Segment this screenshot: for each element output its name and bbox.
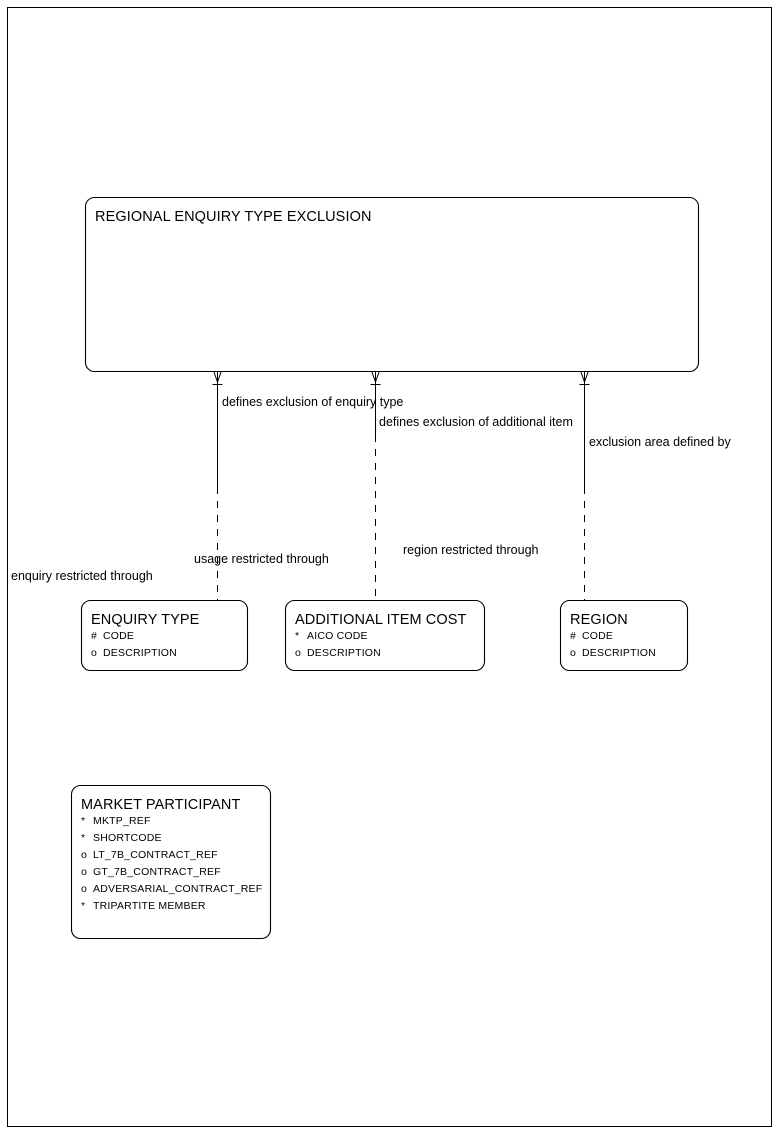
attribute-marker: o [81,866,87,878]
page-border [7,7,772,1127]
attribute-marker: o [81,849,87,861]
entity-title: REGIONAL ENQUIRY TYPE EXCLUSION [95,209,372,225]
attribute-label: CODE [582,630,613,642]
entity-box[interactable] [80,599,249,672]
relationship-exclusion-area[interactable]: exclusion area defined by region restrict… [403,367,732,600]
relationship-label-child: usage restricted through [194,552,329,566]
attribute-label: AICO CODE [307,630,368,642]
attribute-marker: # [570,630,576,642]
entity-box[interactable] [84,196,700,373]
entity-layer: REGIONAL ENQUIRY TYPE EXCLUSION ENQUIRY T… [70,196,700,940]
attribute-label: CODE [103,630,134,642]
attribute-label: DESCRIPTION [582,647,656,659]
attribute-marker: * [81,815,85,827]
attribute-label: DESCRIPTION [103,647,177,659]
attribute-label: DESCRIPTION [307,647,381,659]
attribute-marker: # [91,630,97,642]
relationship-enquiry-type-exclusion[interactable]: defines exclusion of enquiry type enquiry… [11,367,403,600]
entity-content: ENQUIRY TYPE # CODE o DESCRIPTION [91,612,200,659]
entity-region[interactable]: REGION # CODE o DESCRIPTION [559,599,689,672]
attribute-marker: * [81,832,85,844]
relationship-layer: defines exclusion of enquiry type enquiry… [11,367,732,600]
entity-content: REGIONAL ENQUIRY TYPE EXCLUSION [95,209,372,225]
entity-enquiry-type[interactable]: ENQUIRY TYPE # CODE o DESCRIPTION [80,599,249,672]
attribute-marker: o [91,647,97,659]
relationship-label-child: region restricted through [403,543,539,557]
entity-content: REGION # CODE o DESCRIPTION [570,612,656,659]
entity-content: ADDITIONAL ITEM COST * AICO CODE o DESCRIPTI… [295,612,466,659]
attribute-label: GT_7B_CONTRACT_REF [93,866,221,878]
entity-regional-enquiry-type-exclusion[interactable]: REGIONAL ENQUIRY TYPE EXCLUSION [84,196,700,373]
attribute-marker: * [295,630,299,642]
entity-title: MARKET PARTICIPANT [81,797,240,813]
attribute-label: MKTP_REF [93,815,151,827]
relationship-label-child: enquiry restricted through [11,569,153,583]
entity-box[interactable] [284,599,486,672]
attribute-marker: * [81,900,85,912]
attribute-label: ADVERSARIAL_CONTRACT_REF [93,883,262,895]
relationship-label-parent: exclusion area defined by [589,435,732,449]
entity-title: ENQUIRY TYPE [91,612,200,628]
entity-market-participant[interactable]: MARKET PARTICIPANT * MKTP_REF * SHORTCODE o LT… [70,784,272,940]
entity-content: MARKET PARTICIPANT * MKTP_REF * SHORTCODE o LT… [81,797,262,912]
attribute-marker: o [81,883,87,895]
relationship-label-parent: defines exclusion of additional item [379,415,573,429]
attribute-label: TRIPARTITE MEMBER [93,900,206,912]
entity-box[interactable] [70,784,272,940]
attribute-label: LT_7B_CONTRACT_REF [93,849,218,861]
entity-title: REGION [570,612,628,628]
attribute-marker: o [295,647,301,659]
entity-box[interactable] [559,599,689,672]
attribute-marker: o [570,647,576,659]
relationship-additional-item-exclusion[interactable]: defines exclusion of additional item usag… [194,367,573,600]
relationship-label-parent: defines exclusion of enquiry type [222,395,403,409]
entity-additional-item-cost[interactable]: ADDITIONAL ITEM COST * AICO CODE o DESCRIPTI… [284,599,486,672]
entity-title: ADDITIONAL ITEM COST [295,612,466,628]
attribute-label: SHORTCODE [93,832,162,844]
